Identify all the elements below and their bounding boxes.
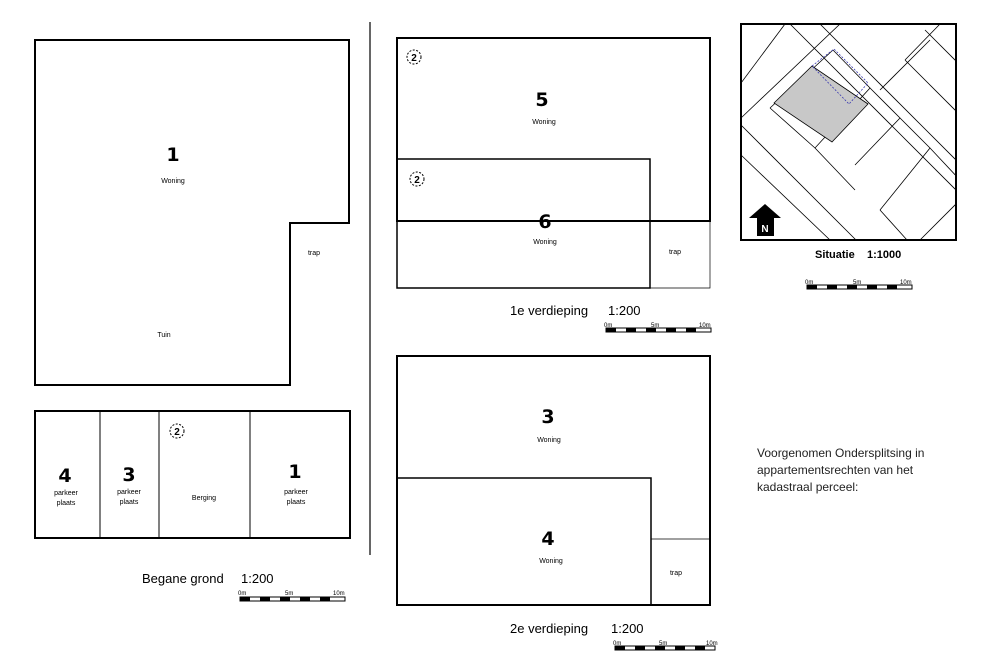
second-floor-caption: 2e verdieping [510,621,588,636]
split-note: Voorgenomen Ondersplitsing in appartemen… [757,446,925,494]
first-floor-scale: 1:200 [608,303,641,318]
parking-3-label-1: parkeer [117,489,141,496]
unit-6-marker [409,171,425,187]
second-scale-end: 10m [706,641,718,647]
first-floor-caption: 1e verdieping [510,303,588,318]
situation-scalebar: 0m 5m 10m [805,280,913,290]
north-arrow-icon [749,204,781,236]
unit-4-label: Woning [539,558,563,565]
unit-4-number: 4 [541,528,554,550]
situation-map: N [740,23,957,241]
parking-1-label-1: parkeer [284,489,308,496]
second-floor-plan: 3 Woning 4 Woning trap [396,355,711,606]
situation-scale-end: 10m [900,280,912,286]
ground-floor-unit-1: 1 Woning Tuin trap [34,39,350,386]
unit-5-marker [406,49,422,65]
ground-scalebar: 0m 5m 10m [238,591,346,602]
parking-3-label-2: plaats [120,499,139,506]
parking-4-label-1: parkeer [54,490,78,497]
ground-stair-label: trap [308,250,320,257]
unit-1-label: Woning [161,178,185,185]
ground-floor-scale: 1:200 [241,571,274,586]
second-scale-mid: 5m [659,641,667,647]
parking-4-number: 4 [58,465,71,487]
unit-5-marker-number: 2 [411,53,417,64]
situation-caption: Situatie [815,249,855,261]
unit-6-marker-number: 2 [414,175,420,186]
ground-floor-caption: Begane grond [142,571,224,586]
second-scalebar: 0m 5m 10m [613,641,718,651]
situation-scale-zero: 0m [805,280,813,286]
parking-1-number: 1 [288,461,301,483]
unit-5-number: 5 [535,89,548,111]
first-scale-end: 10m [699,323,711,329]
first-scale-mid: 5m [651,323,659,329]
unit-3-number: 3 [541,406,554,428]
second-stair-label: trap [670,570,682,577]
unit-6-number: 6 [538,211,551,233]
ground-scale-mid: 5m [285,591,293,597]
ground-scale-zero: 0m [238,591,246,597]
parking-1-label-2: plaats [287,499,306,506]
first-scale-zero: 0m [604,323,612,329]
parking-4-label-2: plaats [57,500,76,507]
storage-marker [169,423,185,439]
unit-3-label: Woning [537,437,561,444]
unit-5-label: Woning [532,119,556,126]
ground-floor-storage-row: 4 parkeer plaats 3 parkeer plaats 2 Berg… [34,410,351,539]
second-floor-scale: 1:200 [611,621,644,636]
garden-label: Tuin [157,332,170,339]
north-label: N [761,224,768,235]
ground-scale-end: 10m [333,591,345,597]
unit-6-label: Woning [533,239,557,246]
situation-scale-mid: 5m [853,280,861,286]
storage-marker-number: 2 [174,427,180,438]
parking-3-number: 3 [122,464,135,486]
storage-label: Berging [192,495,216,502]
second-scale-zero: 0m [613,641,621,647]
first-scalebar: 0m 5m 10m [604,323,712,333]
first-floor-plan: 2 5 Woning 2 6 Woning trap [396,37,711,289]
unit-1-number: 1 [166,144,179,166]
situation-scale: 1:1000 [867,249,901,261]
first-stair-label: trap [669,249,681,256]
